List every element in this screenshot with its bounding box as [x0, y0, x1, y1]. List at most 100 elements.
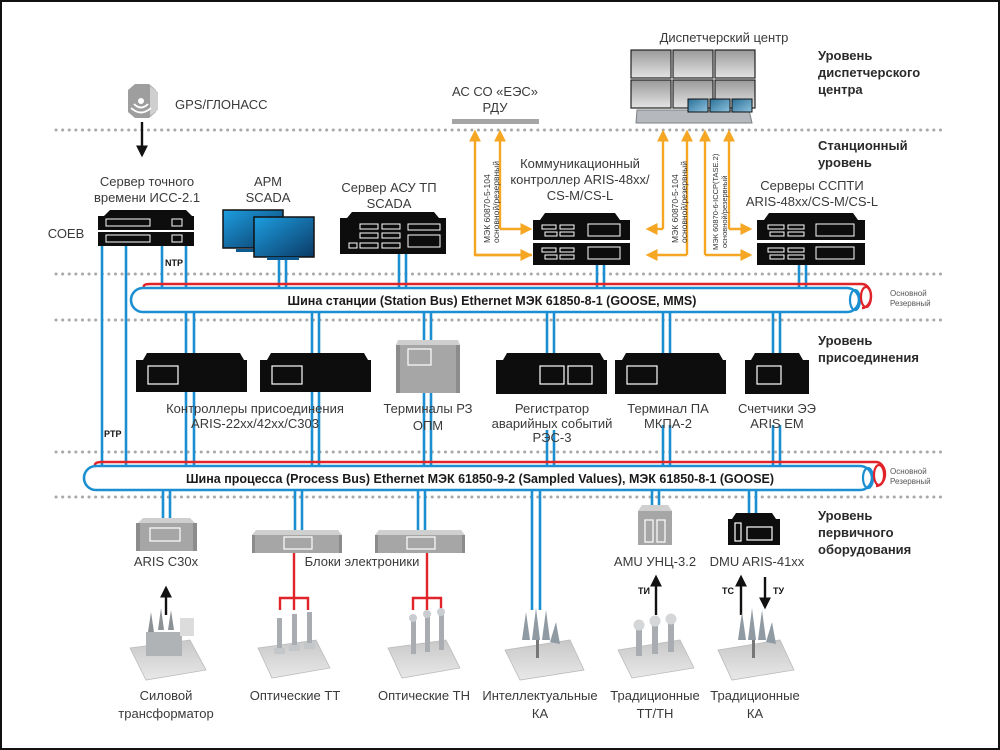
rdu-bar — [452, 119, 539, 124]
recorder-label-line2: аварийных событий — [492, 416, 613, 431]
primary-label-5-line2: ТТ/ТН — [637, 706, 674, 721]
recorder-label-line1: Регистратор — [515, 401, 589, 416]
sspti-label-line1: Серверы ССПТИ — [760, 178, 863, 193]
level-dispatch-line3: центра — [818, 82, 863, 97]
asu-server-label-line1: Сервер АСУ ТП — [341, 180, 436, 195]
primary-label-2-line1: Оптические ТТ — [250, 688, 341, 703]
rz-terminal-label-line2: ОПМ — [413, 418, 443, 433]
level-primary-line1: Уровень — [818, 508, 872, 523]
process-bus-legend-primary: Основной — [890, 467, 927, 476]
dispatch-link2-protocol-line1: МЭК 60870-6-ICCP(TASE.2) — [711, 153, 720, 250]
arm-label-line2: SCADA — [246, 190, 291, 205]
primary-label-5-line1: Традиционные — [610, 688, 699, 703]
primary-equipment-labels: Силовой трансформатор Оптические ТТ Опти… — [118, 688, 799, 721]
asu-server-label-line2: SCADA — [367, 196, 412, 211]
optical-vt-icon — [387, 608, 461, 679]
signal-arrows: ТИ ТС ТУ — [160, 574, 784, 615]
dispatch-center: Диспетчерский центр — [630, 30, 788, 124]
fault-recorder — [496, 353, 607, 394]
station-bus: Шина станции (Station Bus) Ethernet МЭК … — [129, 282, 931, 314]
level-bay-line2: присоединения — [818, 350, 919, 365]
process-bus-label: Шина процесса (Process Bus) Ethernet МЭК… — [186, 472, 774, 486]
tu-label: ТУ — [773, 586, 784, 596]
primary-label-6-line1: Традиционные — [710, 688, 799, 703]
aris-c30x: ARIS C30x — [134, 518, 199, 569]
amu-unc: AMU УНЦ-3.2 — [614, 505, 696, 569]
process-bus: Шина процесса (Process Bus) Ethernet МЭК… — [82, 460, 931, 492]
ts-label: ТС — [722, 586, 734, 596]
traditional-switchgear-icon — [717, 608, 795, 681]
level-station-line2: уровень — [818, 155, 872, 170]
level-bay-line1: Уровень — [818, 333, 872, 348]
ntp-label: NTP — [165, 258, 183, 268]
level-primary-line3: оборудования — [818, 542, 911, 557]
rdu-label-line1: АС СО «ЕЭС» — [452, 84, 538, 99]
station-bus-label: Шина станции (Station Bus) Ethernet МЭК … — [288, 294, 697, 308]
rack-server-icon — [340, 212, 446, 254]
amu-label: AMU УНЦ-3.2 — [614, 554, 696, 569]
rz-terminal — [396, 340, 460, 393]
aris-c30x-label: ARIS C30x — [134, 554, 199, 569]
soev-label: СОЕВ — [48, 226, 85, 241]
level-station-line1: Станционный — [818, 138, 908, 153]
arm-scada: АРМ SCADA — [222, 174, 315, 260]
meters-label-line2: ARIS EM — [750, 416, 803, 431]
rack-server-icon — [757, 213, 865, 265]
primary-label-1-line2: трансформатор — [118, 706, 213, 721]
dmu-aris: DMU ARIS-41xx — [710, 513, 805, 569]
traditional-ct-vt-icon — [617, 613, 695, 679]
sspti-label-line2: ARIS-48xx/CS-M/CS-L — [746, 194, 878, 209]
dispatch-link1-protocol-line1: МЭК 60870-5-104 — [670, 174, 680, 243]
meters-label-line1: Счетчики ЭЭ — [738, 401, 816, 416]
level-labels: Уровень диспетчерского центра Станционный у… — [818, 48, 920, 557]
video-wall-icon — [630, 49, 756, 124]
station-bus-legend-reserve: Резервный — [890, 299, 931, 308]
energy-meters — [745, 353, 809, 394]
rack-server-icon — [98, 210, 194, 246]
controllers-label-line1: Контроллеры присоединения — [166, 401, 344, 416]
electronics-label: Блоки электроники — [305, 554, 420, 569]
rz-terminal-label-line1: Терминалы РЗ — [383, 401, 472, 416]
optical-links — [278, 553, 443, 610]
asu-tp-server: Сервер АСУ ТП SCADA — [340, 180, 446, 254]
bay-controller-2 — [260, 353, 371, 392]
station-bus-legend-primary: Основной — [890, 289, 927, 298]
rdu-system: АС СО «ЕЭС» РДУ — [452, 84, 539, 124]
intelligent-switchgear-icon — [504, 608, 585, 681]
primary-label-4-line1: Интеллектуальные — [482, 688, 597, 703]
bay-controller-1 — [136, 353, 247, 392]
time-server-label-line2: времени ИСС-2.1 — [94, 190, 200, 205]
primary-label-3-line1: Оптические ТН — [378, 688, 470, 703]
dispatch-link2-protocol-line2: основной/резервный — [720, 176, 729, 248]
process-bus-legend-reserve: Резервный — [890, 477, 931, 486]
pa-terminal-label-line1: Терминал ПА — [627, 401, 709, 416]
primary-label-6-line2: КА — [747, 706, 764, 721]
level-dispatch-line2: диспетчерского — [818, 65, 920, 80]
process-links — [161, 490, 758, 610]
level-dispatch-line1: Уровень — [818, 48, 872, 63]
controllers-label-line2: ARIS-22xx/42xx/C303 — [191, 416, 319, 431]
bay-links — [184, 312, 782, 466]
station-bus-links — [100, 246, 808, 466]
pa-terminal — [615, 353, 726, 394]
rdu-label-line2: РДУ — [482, 100, 508, 115]
dispatch-link1-protocol-line2: основной/резервный — [679, 161, 689, 243]
primary-label-4-line2: КА — [532, 706, 549, 721]
optical-ct-icon — [257, 612, 331, 679]
comm-controller-label-line1: Коммуникационный — [520, 156, 640, 171]
primary-label-1-line1: Силовой — [140, 688, 193, 703]
gps-glonass: GPS/ГЛОНАСС — [128, 84, 268, 158]
arm-label-line1: АРМ — [254, 174, 282, 189]
level-primary-line2: первичного — [818, 525, 894, 540]
time-server: Сервер точного времени ИСС-2.1 СОЕВ NTP … — [48, 174, 200, 439]
ti-label: ТИ — [638, 586, 650, 596]
power-transformer-icon — [129, 608, 207, 681]
comm-controller: Коммуникационный контроллер ARIS-48xx/ C… — [510, 156, 650, 265]
recorder-label-line3: РЭС-3 — [533, 430, 572, 445]
